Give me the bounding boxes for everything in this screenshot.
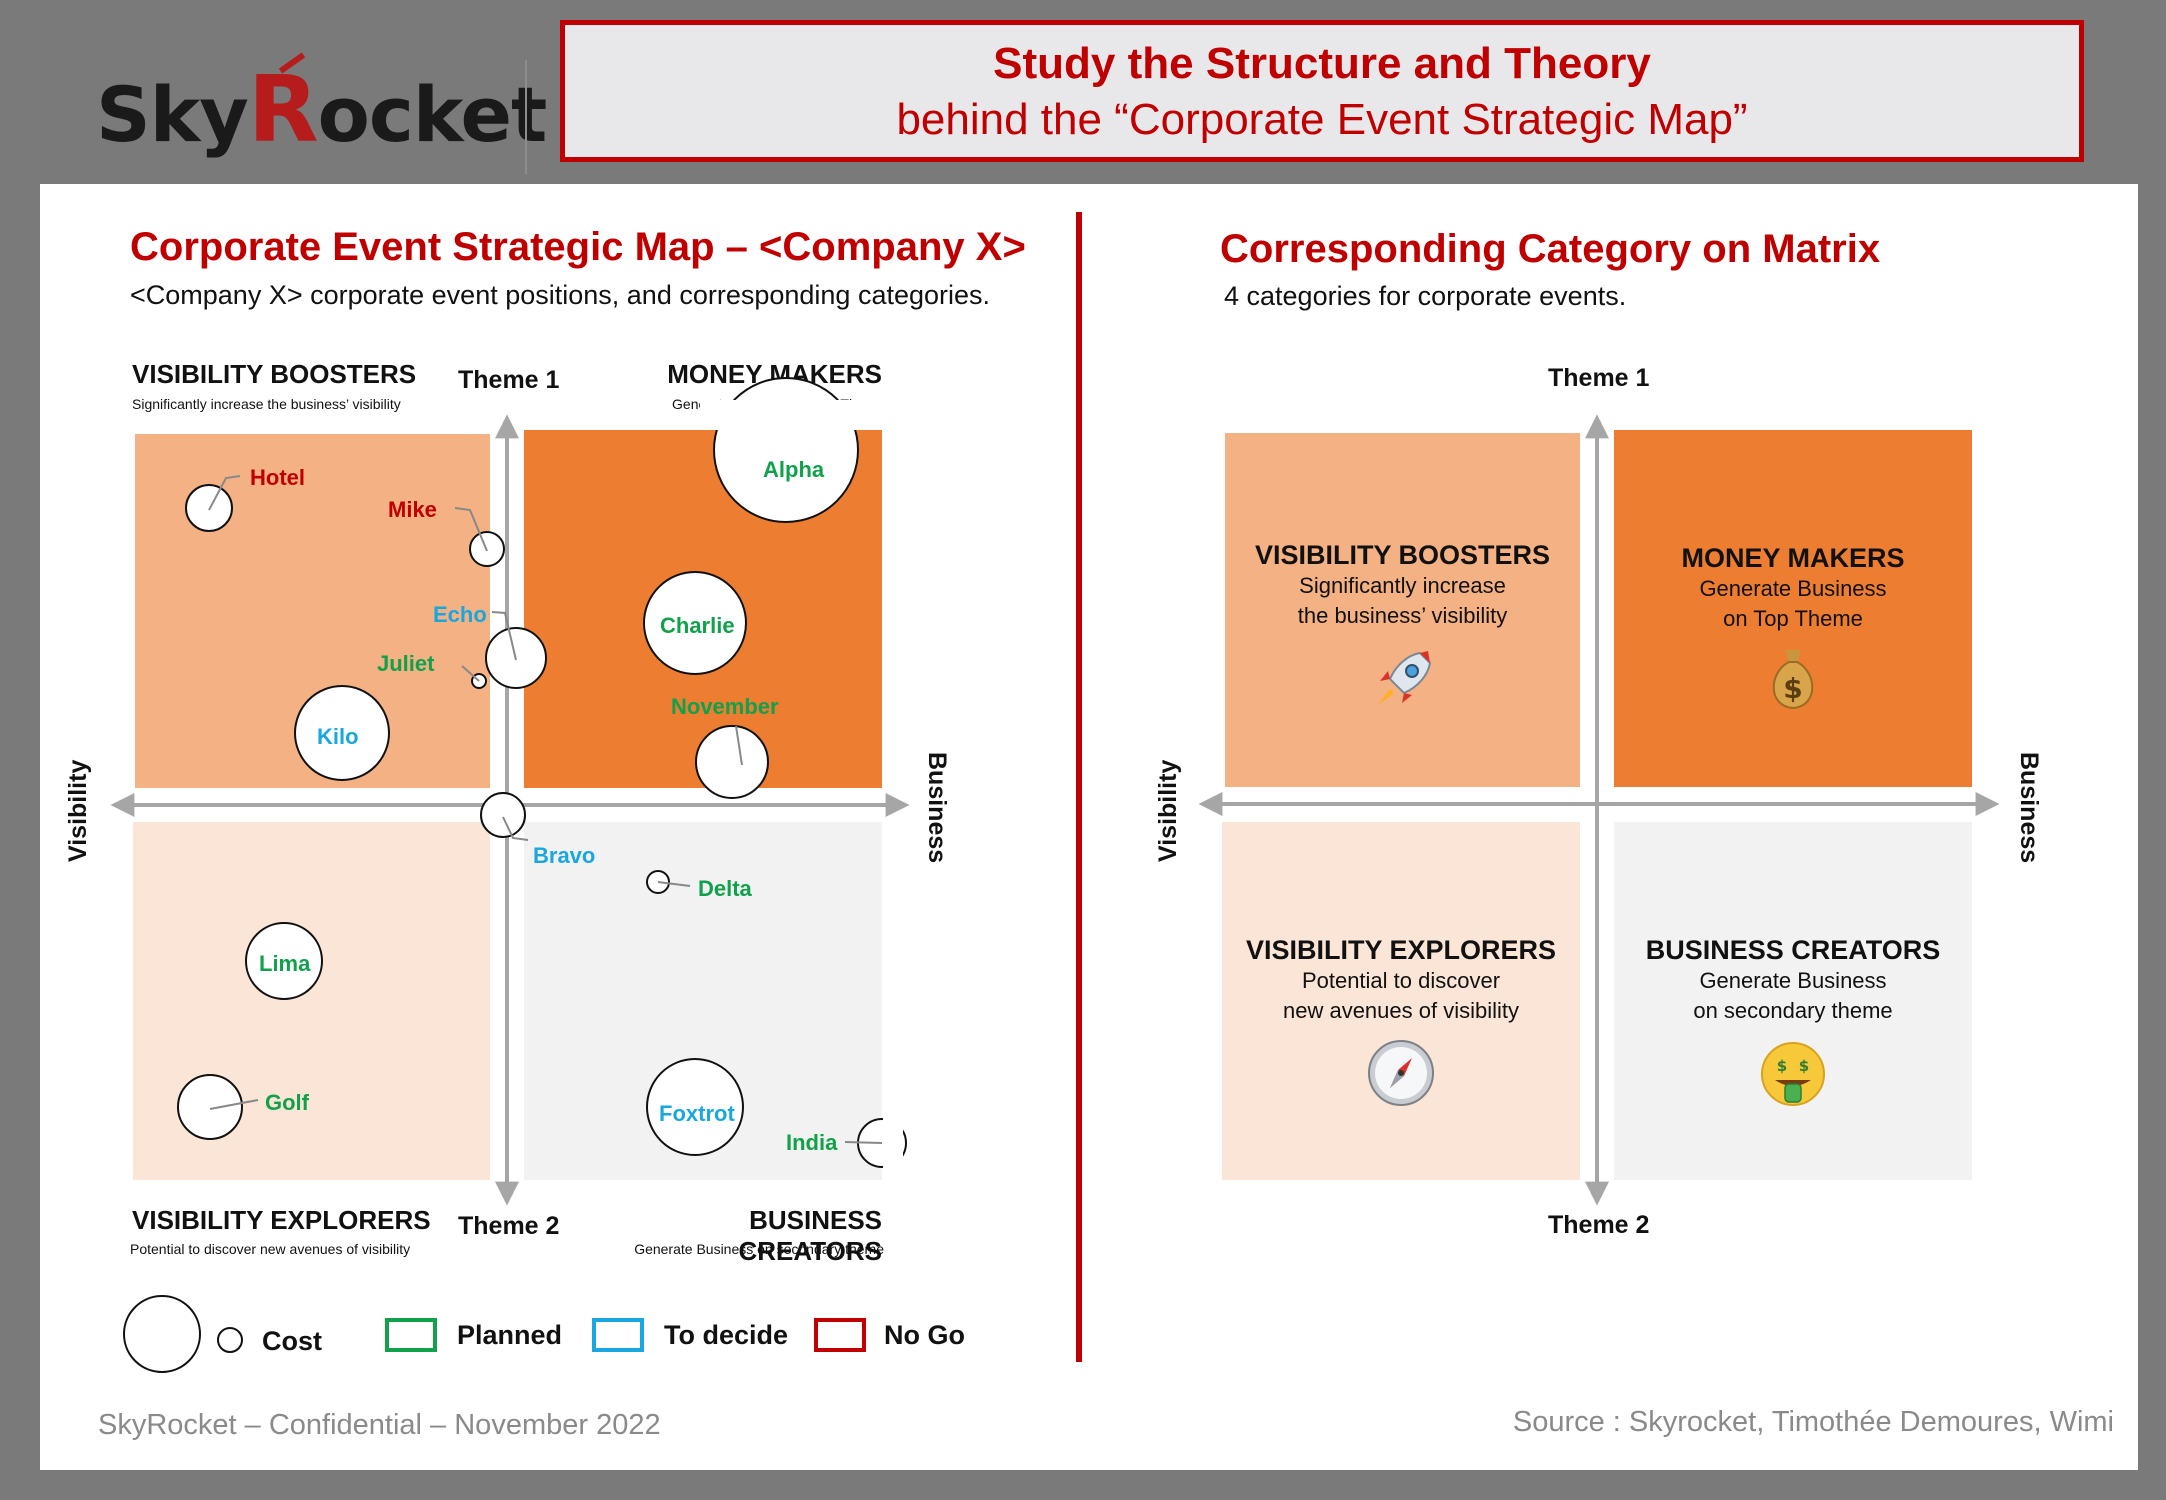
- card-line2: on Top Theme: [1723, 606, 1863, 631]
- skyrocket-logo: SkyRocket: [96, 56, 547, 176]
- panel-divider: [1076, 212, 1082, 1362]
- bubble-charlie: [643, 571, 747, 675]
- legend-no-go-swatch: [814, 1318, 866, 1352]
- footer-source: Source : Skyrocket, Timothée Demoures, W…: [1512, 1406, 2114, 1438]
- card-title: BUSINESS CREATORS: [1645, 935, 1941, 965]
- event-label-kilo: Kilo: [317, 724, 359, 749]
- card-business-creators: BUSINESS CREATORS Generate Business on s…: [1614, 935, 1972, 1113]
- event-label-bravo: Bravo: [533, 843, 596, 868]
- card-line1: Significantly increase: [1299, 573, 1506, 598]
- bubble-bravo: [480, 792, 529, 841]
- event-label-india: India: [786, 1130, 838, 1155]
- card-visibility-boosters: VISIBILITY BOOSTERS Significantly increa…: [1225, 540, 1580, 720]
- logo-divider: [525, 60, 527, 174]
- matrix-quadrant-money-makers: [1614, 430, 1972, 787]
- rocket-icon: [1377, 651, 1431, 705]
- logo-text-ocket: ocket: [317, 70, 548, 159]
- bubble-alpha: [713, 377, 859, 523]
- card-line1: Potential to discover: [1301, 968, 1501, 993]
- page-title-box: Study the Structure and Theory behind th…: [560, 20, 2084, 162]
- card-title: MONEY MAKERS: [1681, 543, 1905, 573]
- event-label-delta: Delta: [698, 876, 752, 901]
- card-line1: Generate Business: [1699, 576, 1887, 601]
- logo-text-sky: Sky: [96, 70, 249, 159]
- legend-no-go-label: No Go: [884, 1320, 965, 1350]
- card-line2: on secondary theme: [1693, 998, 1893, 1023]
- matrix-axis-theme2: Theme 2: [1548, 1211, 1650, 1239]
- money-bag-icon: $: [1772, 650, 1814, 710]
- bubble-hotel: [185, 475, 241, 532]
- event-label-juliet: Juliet: [377, 651, 435, 676]
- legend-cost-small-circle: [217, 1327, 243, 1353]
- svg-text:$: $: [1783, 672, 1802, 705]
- event-label-mike: Mike: [388, 497, 437, 522]
- event-label-november: November: [671, 694, 779, 719]
- map-title: Corporate Event Strategic Map – <Company…: [130, 225, 1026, 269]
- card-line2: the business’ visibility: [1297, 603, 1508, 628]
- legend-planned-swatch: [385, 1318, 437, 1352]
- card-line1: Generate Business: [1699, 968, 1887, 993]
- quadrant-desc-business-creators: Generate Business on secondary theme: [634, 1241, 884, 1257]
- logo-text-r: R: [247, 56, 319, 163]
- quadrant-label-visibility-boosters: VISIBILITY BOOSTERS: [132, 359, 417, 389]
- event-label-foxtrot: Foxtrot: [659, 1101, 735, 1126]
- page-title-line1: Study the Structure and Theory: [993, 39, 1651, 88]
- legend-cost-label: Cost: [262, 1326, 322, 1356]
- event-label-echo: Echo: [433, 602, 487, 627]
- matrix-subtitle: 4 categories for corporate events.: [1224, 281, 1627, 311]
- matrix-quadrant-visibility-boosters: [1225, 433, 1580, 787]
- card-visibility-explorers: VISIBILITY EXPLORERS Potential to discov…: [1222, 935, 1580, 1113]
- card-title: VISIBILITY BOOSTERS: [1254, 540, 1551, 570]
- legend-cost-large-circle: [123, 1295, 201, 1373]
- bubble-foxtrot: [646, 1058, 744, 1156]
- bubble-delta: [646, 870, 691, 894]
- legend-to-decide-swatch: [592, 1318, 644, 1352]
- bubble-lima: [245, 922, 323, 1000]
- bubble-kilo: [294, 685, 390, 781]
- event-label-lima: Lima: [259, 951, 311, 976]
- quadrant-label-visibility-explorers: VISIBILITY EXPLORERS: [132, 1205, 431, 1235]
- matrix-axis-visibility: Visibility: [1154, 759, 1182, 862]
- map-axis-theme2: Theme 2: [458, 1212, 560, 1240]
- quadrant-desc-visibility-explorers: Potential to discover new avenues of vis…: [130, 1241, 411, 1257]
- svg-text:$: $: [1777, 1057, 1787, 1075]
- svg-text:$: $: [1799, 1057, 1809, 1075]
- card-line2: new avenues of visibility: [1282, 998, 1519, 1023]
- event-label-hotel: Hotel: [250, 465, 305, 490]
- matrix-quadrant-visibility-explorers: [1222, 822, 1580, 1180]
- matrix-axis-business: Business: [2015, 752, 2043, 864]
- legend-planned-label: Planned: [457, 1320, 563, 1350]
- map-subtitle: <Company X> corporate event positions, a…: [130, 280, 991, 310]
- quadrant-desc-visibility-boosters: Significantly increase the business’ vis…: [132, 396, 401, 412]
- card-money-makers: MONEY MAKERS Generate Business on Top Th…: [1614, 543, 1972, 717]
- matrix-axis-theme1: Theme 1: [1548, 364, 1650, 392]
- page-title-line2: behind the “Corporate Event Strategic Ma…: [896, 95, 1748, 144]
- event-label-golf: Golf: [265, 1090, 309, 1115]
- card-title: VISIBILITY EXPLORERS: [1245, 935, 1557, 965]
- compass-icon: [1368, 1040, 1434, 1106]
- event-label-charlie: Charlie: [660, 613, 735, 638]
- legend-to-decide-label: To decide: [664, 1320, 789, 1350]
- matrix-title: Corresponding Category on Matrix: [1220, 227, 1881, 271]
- map-axis-business: Business: [923, 752, 951, 864]
- event-label-alpha: Alpha: [763, 457, 825, 482]
- footer-confidential: SkyRocket – Confidential – November 2022: [98, 1409, 661, 1441]
- map-axis-theme1: Theme 1: [458, 366, 560, 394]
- bubble-echo: [485, 611, 547, 689]
- bubble-juliet: [461, 665, 487, 689]
- bubble-november: [695, 725, 769, 799]
- money-mouth-face-icon: $ $: [1761, 1042, 1825, 1106]
- quadrant-label-business-creators: BUSINESS CREATORS: [738, 1205, 883, 1266]
- bubble-mike: [454, 507, 505, 567]
- bubble-golf: [177, 1074, 259, 1140]
- matrix-quadrant-business-creators: [1614, 822, 1972, 1180]
